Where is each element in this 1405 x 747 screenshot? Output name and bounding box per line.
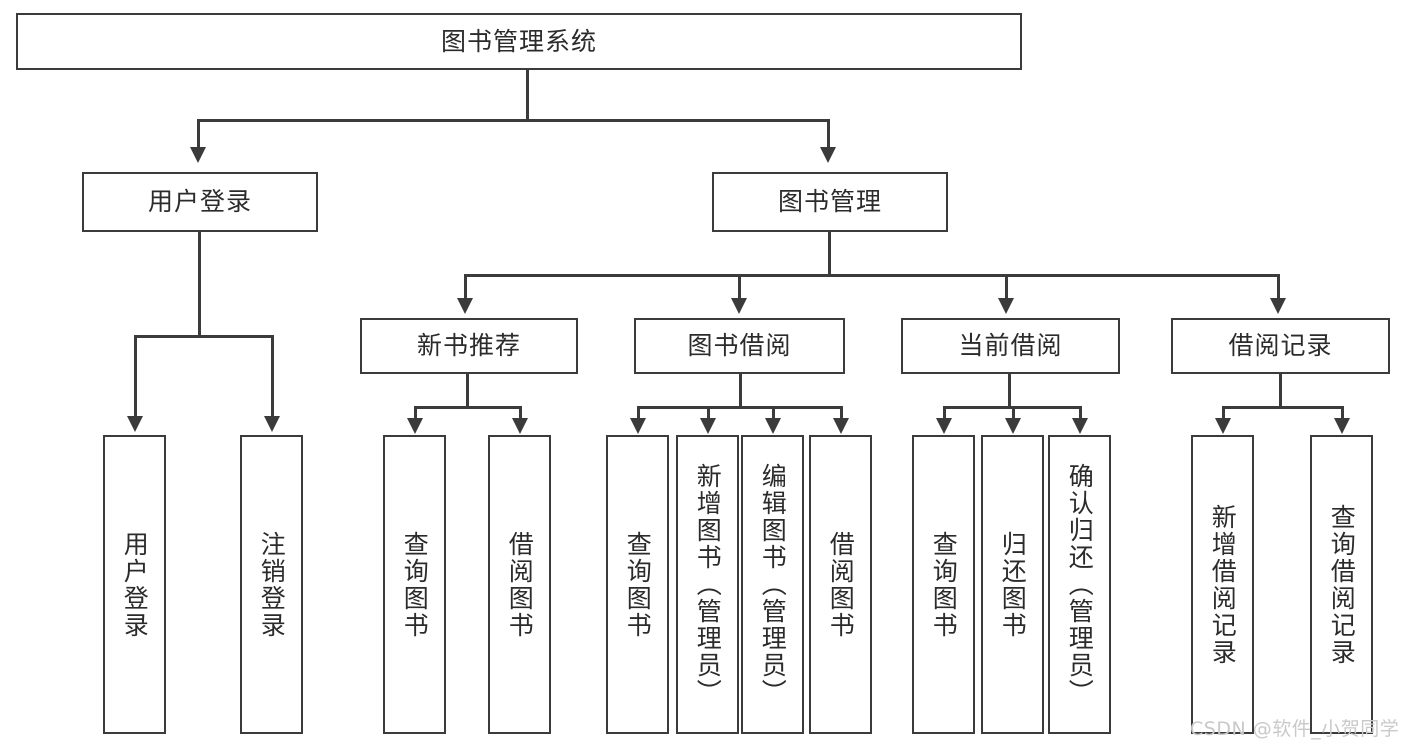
node-label: 归还图书 (998, 530, 1028, 639)
edge-current-borrow-stem (1008, 374, 1011, 408)
node-current-borrow[interactable]: 当前借阅 (901, 318, 1120, 374)
arrow-to-leaf-edit-book-admin (765, 418, 781, 434)
node-label: 编辑图书（管理员） (758, 463, 788, 706)
node-label: 查询借阅记录 (1327, 503, 1357, 666)
arrow-to-leaf-query-book-1 (407, 418, 423, 434)
edge-book-management-bus (464, 274, 1280, 277)
leaf-query-book-1[interactable]: 查询图书 (383, 435, 446, 734)
edge-root-stem (526, 70, 529, 120)
leaf-query-book-2[interactable]: 查询图书 (606, 435, 669, 734)
arrow-to-leaf-add-borrow-record (1215, 418, 1231, 434)
node-label: 借阅记录 (1228, 331, 1333, 361)
arrow-to-leaf-query-borrow-record (1334, 418, 1350, 434)
edge-br-to-leaf-2 (1341, 406, 1344, 418)
arrow-to-leaf-logout-login (264, 416, 280, 432)
edge-user-login-to-leaf-1 (134, 335, 137, 416)
leaf-add-borrow-record[interactable]: 新增借阅记录 (1191, 435, 1254, 734)
leaf-query-book-3[interactable]: 查询图书 (912, 435, 975, 734)
edge-root-to-user-login (197, 119, 200, 147)
leaf-borrow-book-2[interactable]: 借阅图书 (809, 435, 872, 734)
node-label: 查询图书 (623, 530, 653, 639)
node-label: 新增图书（管理员） (693, 463, 723, 706)
edge-nb-to-leaf-2 (519, 406, 522, 418)
edge-new-book-stem (466, 374, 469, 408)
edge-bb-to-leaf-2 (707, 406, 710, 418)
leaf-confirm-return-admin[interactable]: 确认归还（管理员） (1048, 435, 1111, 734)
node-label: 注销登录 (257, 530, 287, 639)
edge-bb-to-leaf-3 (772, 406, 775, 418)
arrow-to-leaf-user-login (127, 416, 143, 432)
edge-book-borrow-stem (739, 374, 742, 408)
node-user-login[interactable]: 用户登录 (82, 172, 318, 232)
node-book-borrow[interactable]: 图书借阅 (634, 318, 845, 374)
arrow-to-leaf-add-book-admin (700, 418, 716, 434)
arrow-to-borrow-record (1270, 298, 1286, 314)
edge-cb-to-leaf-3 (1079, 406, 1082, 418)
edge-user-login-bus (134, 335, 274, 338)
edge-cb-to-leaf-1 (943, 406, 946, 418)
leaf-query-borrow-record[interactable]: 查询借阅记录 (1310, 435, 1373, 734)
edge-borrow-record-stem (1279, 374, 1282, 408)
node-label: 查询图书 (929, 530, 959, 639)
arrow-to-leaf-return-book (1005, 418, 1021, 434)
node-book-management[interactable]: 图书管理 (712, 172, 948, 232)
edge-nb-to-leaf-1 (414, 406, 417, 418)
arrow-to-leaf-borrow-book-2 (833, 418, 849, 434)
node-label: 借阅图书 (505, 530, 535, 639)
arrow-to-leaf-confirm-return-admin (1072, 418, 1088, 434)
node-label: 新增借阅记录 (1208, 503, 1238, 666)
leaf-edit-book-admin[interactable]: 编辑图书（管理员） (741, 435, 804, 734)
edge-book-borrow-bus (637, 406, 842, 409)
edge-cb-to-leaf-2 (1012, 406, 1015, 418)
edge-bb-to-leaf-4 (840, 406, 843, 418)
arrow-to-leaf-query-book-3 (936, 418, 952, 434)
leaf-borrow-book-1[interactable]: 借阅图书 (488, 435, 551, 734)
arrow-to-new-book-recommend (457, 298, 473, 314)
edge-root-bus (197, 119, 829, 122)
node-label: 图书管理系统 (440, 26, 597, 56)
edge-bm-to-book-borrow (738, 274, 741, 298)
node-book-management-system[interactable]: 图书管理系统 (16, 13, 1022, 70)
arrow-to-leaf-borrow-book-1 (512, 418, 528, 434)
node-new-book-recommend[interactable]: 新书推荐 (360, 318, 578, 374)
edge-bb-to-leaf-1 (637, 406, 640, 418)
node-label: 查询图书 (400, 530, 430, 639)
node-label: 图书借阅 (687, 331, 792, 361)
arrow-to-current-borrow (998, 298, 1014, 314)
arrow-to-user-login (190, 147, 206, 163)
leaf-user-login[interactable]: 用户登录 (103, 435, 166, 734)
node-label: 借阅图书 (826, 530, 856, 639)
node-label: 确认归还（管理员） (1065, 463, 1095, 706)
leaf-return-book[interactable]: 归还图书 (981, 435, 1044, 734)
node-label: 图书管理 (777, 187, 882, 217)
node-label: 新书推荐 (416, 331, 521, 361)
edge-bm-to-current-borrow (1005, 274, 1008, 298)
edge-borrow-record-bus (1222, 406, 1344, 409)
arrow-to-book-borrow (731, 298, 747, 314)
edge-book-management-stem (828, 232, 831, 276)
node-label: 用户登录 (147, 187, 252, 217)
edge-new-book-bus (414, 406, 522, 409)
edge-bm-to-borrow-record (1277, 274, 1280, 298)
edge-br-to-leaf-1 (1222, 406, 1225, 418)
leaf-add-book-admin[interactable]: 新增图书（管理员） (676, 435, 739, 734)
arrow-to-book-management (820, 147, 836, 163)
edge-user-login-to-leaf-2 (271, 335, 274, 416)
node-label: 当前借阅 (958, 331, 1063, 361)
csdn-watermark: CSDN @软件_小贺同学 (1190, 718, 1400, 740)
node-borrow-record[interactable]: 借阅记录 (1171, 318, 1390, 374)
arrow-to-leaf-query-book-2 (630, 418, 646, 434)
edge-root-to-book-management (827, 119, 830, 147)
edge-bm-to-new-book (464, 274, 467, 298)
leaf-logout-login[interactable]: 注销登录 (240, 435, 303, 734)
edge-user-login-stem (198, 232, 201, 336)
node-label: 用户登录 (120, 530, 150, 639)
